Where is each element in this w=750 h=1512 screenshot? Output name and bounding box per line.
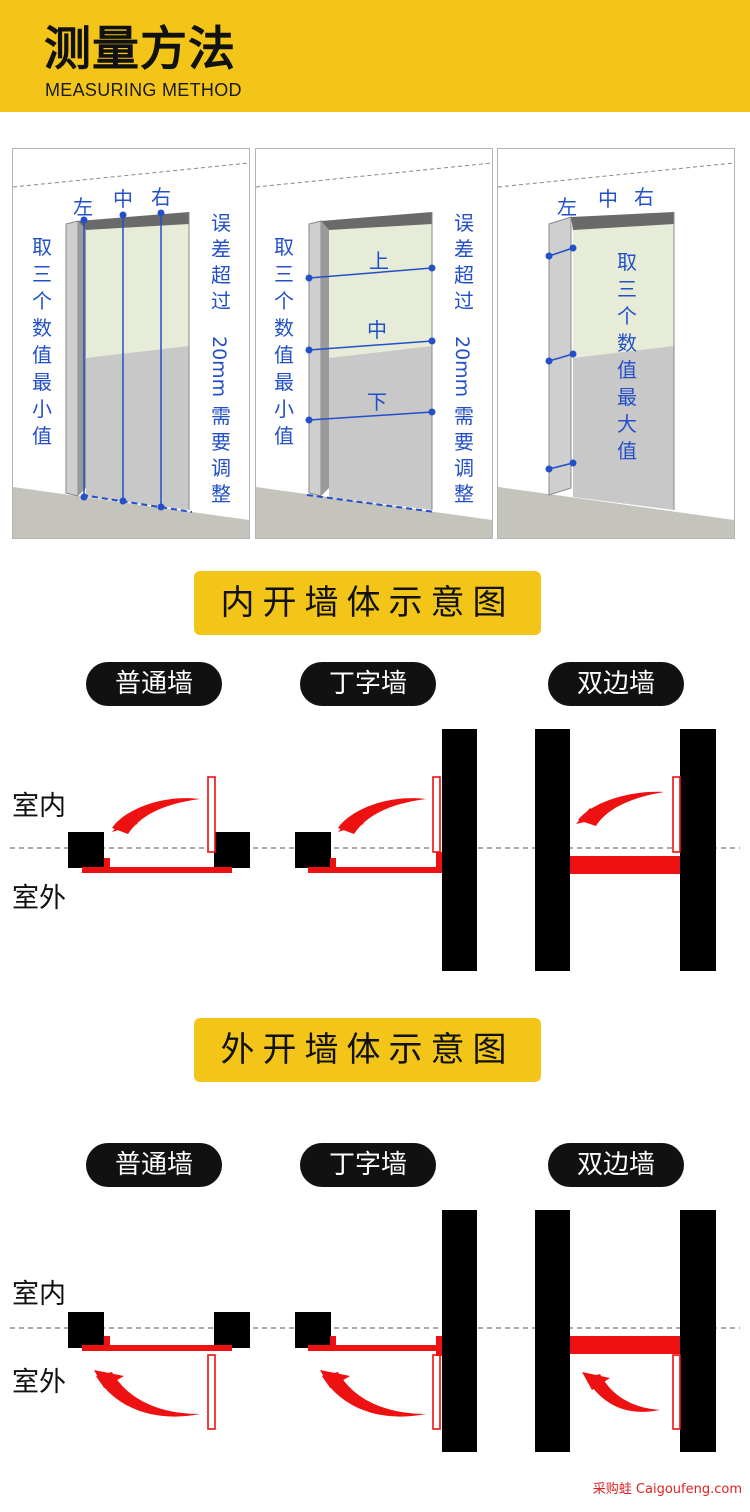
label-indoor: 室内 xyxy=(12,791,66,822)
outward-diagram xyxy=(0,1200,750,1462)
page-title: 测量方法 xyxy=(44,22,236,77)
pill-normal-wall: 普通墙 xyxy=(86,662,222,706)
note-error-b: 20mm xyxy=(208,336,230,398)
page-subtitle: MEASURING METHOD xyxy=(45,80,242,100)
section-banner-inward: 内开墙体示意图 xyxy=(194,571,541,635)
pill-double-wall: 双边墙 xyxy=(548,662,684,706)
label-bottom: 下 xyxy=(367,390,387,414)
section-banner-outward: 外开墙体示意图 xyxy=(194,1018,541,1082)
inward-diagram-svg xyxy=(10,729,740,971)
note-error-b: 20mm xyxy=(451,336,473,398)
section-title: 内开墙体示意图 xyxy=(220,583,515,623)
note-error-a: 误差超过 xyxy=(454,211,474,313)
label-middle: 中 xyxy=(598,187,618,211)
label-left: 左 xyxy=(73,195,93,219)
label-indoor: 室内 xyxy=(12,1279,66,1310)
header-bar: 测量方法 MEASURING METHOD xyxy=(0,0,750,112)
note-error-c: 需要调整 xyxy=(211,404,231,506)
label-middle: 中 xyxy=(113,187,133,211)
note-error-c: 需要调整 xyxy=(454,404,474,506)
panel-depth-illustration xyxy=(497,148,735,539)
watermark: 采购蛙 Caigoufeng.com xyxy=(592,1482,742,1497)
panel-width-illustration xyxy=(12,148,250,539)
pill-double-wall: 双边墙 xyxy=(548,1143,684,1187)
measure-panel-height: 上 中 下 取三个数值最小值 误差超过 20mm 需要调整 xyxy=(255,148,493,539)
section-title: 外开墙体示意图 xyxy=(220,1030,515,1070)
label-left: 左 xyxy=(557,195,577,219)
note-error-a: 误差超过 xyxy=(211,211,231,313)
note-min-value: 取三个数值最小值 xyxy=(274,235,294,448)
pill-normal-wall: 普通墙 xyxy=(86,1143,222,1187)
label-outdoor: 室外 xyxy=(12,883,66,914)
label-top: 上 xyxy=(369,249,389,273)
label-right: 右 xyxy=(634,185,654,209)
floor xyxy=(13,487,249,538)
panel-height-illustration xyxy=(255,148,493,539)
pill-t-wall: 丁字墙 xyxy=(300,1143,436,1187)
label-center: 中 xyxy=(367,318,387,342)
outward-diagram-svg xyxy=(10,1210,740,1452)
measure-panel-width: 左 中 右 取三个数值最小值 误差超过 20mm 需要调整 xyxy=(12,148,250,539)
pill-t-wall: 丁字墙 xyxy=(300,662,436,706)
label-outdoor: 室外 xyxy=(12,1367,66,1398)
note-min-value: 取三个数值最小值 xyxy=(32,235,52,448)
measure-panel-depth: 左 中 右 取三个数值最大值 xyxy=(497,148,735,539)
label-right: 右 xyxy=(151,185,171,209)
note-max-value: 取三个数值最大值 xyxy=(617,250,637,463)
inward-diagram xyxy=(0,720,750,980)
